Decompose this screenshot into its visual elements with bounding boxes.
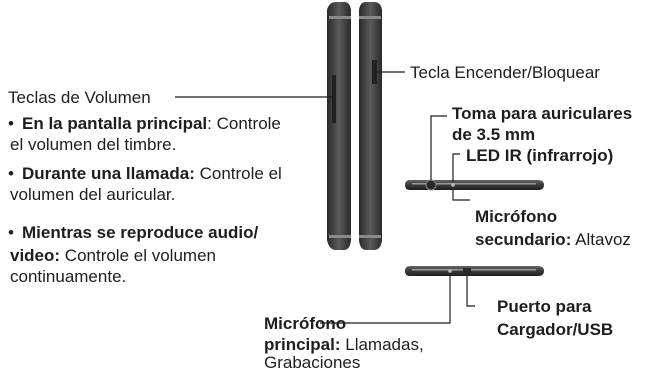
secondary-mic-line1: Micrófono: [475, 207, 558, 226]
headphone-jack-shape: [425, 179, 437, 191]
volume-item-2-line2: volumen del auricular.: [10, 185, 176, 204]
volume-item-3-line2: video: Controle el volumen: [10, 245, 216, 266]
main-mic-text: Llamadas,: [340, 335, 424, 354]
power-key-label: Tecla Encender/Bloquear: [410, 63, 600, 82]
bullet-icon: •: [8, 114, 14, 133]
main-mic-bold: principal:: [264, 335, 341, 354]
volume-keys-title: Teclas de Volumen: [8, 88, 151, 107]
volume-item-1-bold: En la pantalla principal: [22, 114, 208, 133]
volume-keys-shape: [332, 75, 336, 123]
volume-item-2-bold: Durante una llamada:: [22, 164, 195, 183]
bullet-icon: •: [8, 164, 14, 183]
volume-item-2-text: Controle el: [194, 164, 282, 183]
usb-label-line1: Puerto para: [497, 297, 592, 316]
volume-item-3-line3: continuamente.: [10, 267, 127, 286]
headphone-label-line2: de 3.5 mm: [452, 125, 536, 144]
volume-item-1-text: : Controle: [207, 114, 281, 133]
secondary-mic-text: Altavoz: [571, 230, 631, 249]
main-mic-line2: principal: Llamadas,: [264, 334, 424, 355]
volume-item-3-bold2: video:: [10, 246, 61, 265]
phone-top-edge: [405, 179, 544, 191]
usb-label-line2: Cargador/USB: [497, 320, 614, 339]
volume-item-1-line2: el volumen del timbre.: [10, 135, 177, 154]
secondary-mic-bold: secundario:: [475, 230, 572, 249]
main-mic-line3: Grabaciones: [264, 353, 361, 372]
headphone-label-line1: Toma para auriculares: [452, 104, 633, 123]
led-ir-label: LED IR (infrarrojo): [466, 146, 614, 165]
phone-bottom-edge: [405, 266, 544, 276]
secondary-mic-line2: secundario: Altavoz: [475, 229, 631, 250]
phone-right-side: [359, 2, 382, 250]
volume-item-2: Durante una llamada: Controle el: [22, 163, 282, 184]
volume-item-3-text2: Controle el volumen: [60, 246, 216, 265]
volume-item-3-bold: Mientras se reproduce audio/: [22, 223, 259, 242]
main-mic-line1: Micrófono: [264, 314, 347, 333]
power-key-shape: [372, 60, 377, 84]
phone-left-side: [327, 2, 351, 250]
bullet-icon: •: [8, 223, 14, 242]
callout-lines: [175, 71, 475, 324]
volume-item-1: En la pantalla principal: Controle: [22, 113, 281, 134]
